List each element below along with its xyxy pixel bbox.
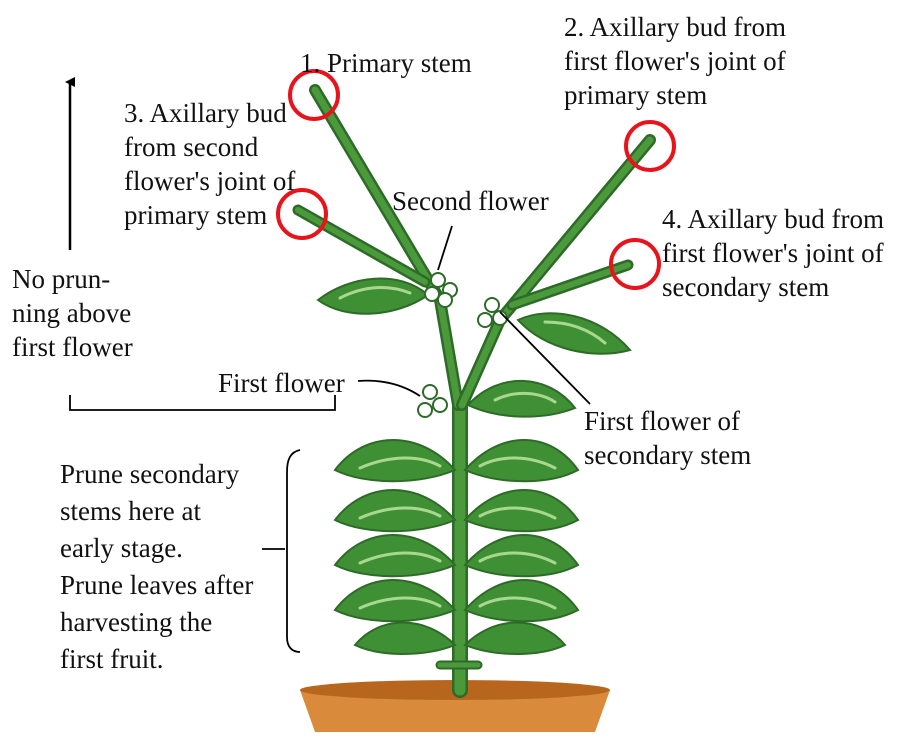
first-flower-secondary-label: First flower of secondary stem	[584, 404, 751, 472]
prune-note-label: Prune secondary stems here at early stag…	[60, 456, 253, 678]
flower-first-secondary	[478, 298, 507, 327]
first-flower-label: First flower	[218, 366, 345, 400]
no-pruning-label: No prun- ning above first flower	[12, 262, 133, 364]
bud2-label: 2. Axillary bud from first flower's join…	[564, 10, 786, 112]
second-flower-label: Second flower	[392, 184, 549, 218]
flower-first	[418, 385, 447, 417]
second-flower-leader	[438, 226, 452, 270]
prune-bracket	[287, 450, 300, 652]
primary-stem-label: 1. Primary stem	[300, 46, 472, 80]
bud4-label: 4. Axillary bud from first flower's join…	[662, 202, 884, 304]
bud3-label: 3. Axillary bud from second flower's joi…	[124, 96, 295, 232]
first-flower-leader	[358, 381, 420, 396]
